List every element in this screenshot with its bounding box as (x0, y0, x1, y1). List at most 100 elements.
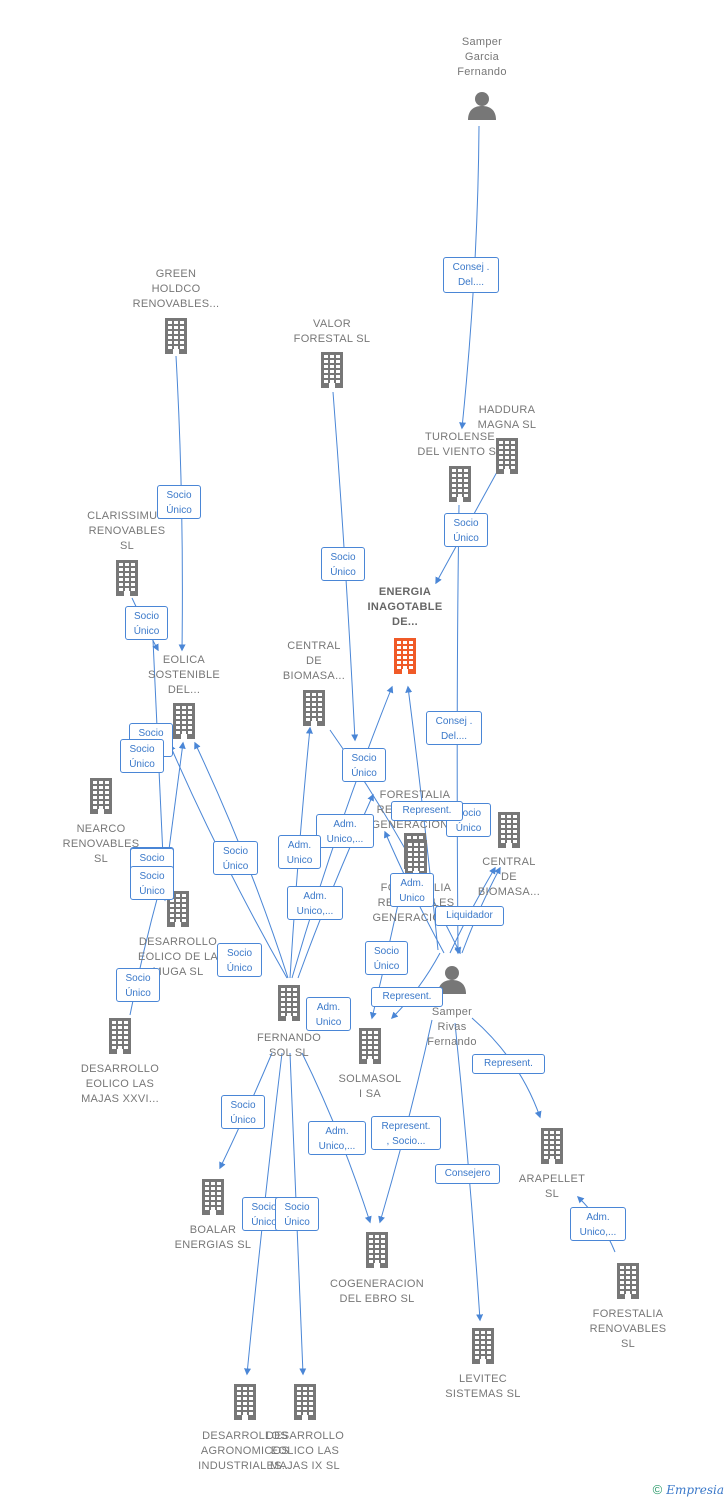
node-arapellet[interactable]: ARAPELLET SL (487, 1128, 617, 1202)
relation-badge[interactable]: Adm. Unico,... (316, 814, 374, 848)
person-icon (417, 90, 547, 125)
node-label: SOLMASOL I SA (338, 1073, 402, 1100)
relation-badge[interactable]: Consejero (435, 1164, 500, 1184)
node-label: HADDURA MAGNA SL (477, 404, 537, 431)
node-label: GREEN HOLDCO RENOVABLES... (132, 268, 220, 310)
node-turolense[interactable]: TUROLENSE DEL VIENTO SL (395, 430, 525, 507)
relation-badge[interactable]: Socio Único (157, 485, 201, 519)
node-central-biomasa-2[interactable]: CENTRAL DE BIOMASA... (444, 812, 574, 900)
copyright-symbol: © (652, 1482, 663, 1497)
building-icon (444, 812, 574, 853)
node-label: DESARROLLOS AGRONOMICOS INDUSTRIALES... (198, 1430, 292, 1472)
relation-badge[interactable]: Adm. Unico,... (287, 886, 343, 920)
building-icon (249, 690, 379, 731)
node-label: BOALAR ENERGIAS SL (174, 1224, 252, 1251)
building-icon (180, 1384, 310, 1425)
relation-badge[interactable]: Represent. , Socio... (371, 1116, 441, 1150)
node-label: TUROLENSE DEL VIENTO SL (417, 431, 503, 458)
node-label: FERNANDO SOL SL (256, 1032, 322, 1059)
building-icon (267, 352, 397, 393)
node-label: DESARROLLO EOLICO LAS MAJAS XXVI... (80, 1063, 160, 1105)
relation-badge[interactable]: Socio Único (116, 968, 160, 1002)
node-label: ENERGIA INAGOTABLE DE... (367, 586, 443, 628)
building-icon (148, 1179, 278, 1220)
relation-badge[interactable]: Adm. Unico,... (570, 1207, 626, 1241)
node-clarissimum[interactable]: CLARISSIMUM RENOVABLES SL (62, 509, 192, 601)
node-desarrollo-muga[interactable]: DESARROLLO EOLICO DE LA MUGA SL (113, 891, 243, 980)
node-nearco[interactable]: NEARCO RENOVABLES SL (36, 778, 166, 867)
node-desarrollos-agro[interactable]: DESARROLLOS AGRONOMICOS INDUSTRIALES... (180, 1384, 310, 1474)
node-samper-rivas[interactable]: Samper Rivas Fernando (387, 964, 517, 1050)
node-levitec[interactable]: LEVITEC SISTEMAS SL (418, 1328, 548, 1402)
node-label: Samper Garcia Fernando (457, 36, 507, 78)
node-label: Samper Rivas Fernando (427, 1006, 477, 1048)
relation-badge[interactable]: Socio Único (221, 1095, 265, 1129)
relation-badge[interactable]: Consej . Del.... (426, 711, 482, 745)
node-label: FORESTALIA RENOVABLES SL (589, 1308, 667, 1350)
relation-badge[interactable]: Socio Único (321, 547, 365, 581)
building-icon (111, 318, 241, 359)
node-energia[interactable]: ENERGIA INAGOTABLE DE... (340, 585, 470, 679)
building-icon (224, 985, 354, 1026)
building-icon (55, 1018, 185, 1059)
relation-badge[interactable]: Socio Único (213, 841, 258, 875)
node-desarrollo-xxvi[interactable]: DESARROLLO EOLICO LAS MAJAS XXVI... (55, 1018, 185, 1107)
relation-badge[interactable]: Socio Único (125, 606, 168, 640)
relation-badge[interactable]: Socio Único (120, 739, 164, 773)
relation-badge[interactable]: Socio Único (444, 513, 488, 547)
relation-badge[interactable]: Represent. (371, 987, 443, 1007)
building-icon (305, 1028, 435, 1069)
relation-badge[interactable]: Socio Único (365, 941, 408, 975)
node-desarrollo-ix[interactable]: DESARROLLO EOLICO LAS MAJAS IX SL (240, 1384, 370, 1474)
node-solmasol[interactable]: SOLMASOL I SA (305, 1028, 435, 1102)
building-icon (487, 1128, 617, 1169)
node-label: DESARROLLO EOLICO DE LA MUGA SL (137, 936, 218, 978)
node-cogeneracion[interactable]: COGENERACION DEL EBRO SL (312, 1232, 442, 1307)
relation-badge[interactable]: Adm. Unico,... (308, 1121, 366, 1155)
footer-brand[interactable]: ©Empresia (653, 1482, 724, 1497)
node-eolica[interactable]: EOLICA SOSTENIBLE DEL... (119, 653, 249, 744)
relation-badge[interactable]: Adm. Unico (306, 997, 351, 1031)
building-icon (119, 703, 249, 744)
node-forestalia-renovables[interactable]: FORESTALIA RENOVABLES SL (563, 1263, 693, 1352)
relation-badge[interactable]: Represent. (472, 1054, 545, 1074)
node-label: ARAPELLET SL (518, 1173, 586, 1200)
node-label: LEVITEC SISTEMAS SL (445, 1373, 521, 1400)
relation-badge[interactable]: Socio Único (342, 748, 386, 782)
building-icon (563, 1263, 693, 1304)
relation-badge[interactable]: Adm. Unico (390, 873, 434, 907)
node-samper-garcia[interactable]: Samper Garcia Fernando (417, 35, 547, 125)
node-label: NEARCO RENOVABLES SL (62, 823, 140, 865)
building-icon (442, 438, 572, 479)
node-label: VALOR FORESTAL SL (293, 318, 371, 345)
node-label: COGENERACION DEL EBRO SL (329, 1278, 425, 1305)
node-fernando-sol[interactable]: FERNANDO SOL SL (224, 985, 354, 1061)
building-icon (240, 1384, 370, 1425)
relation-badge[interactable]: Consej . Del.... (443, 257, 499, 293)
node-green-holdco[interactable]: GREEN HOLDCO RENOVABLES... (111, 267, 241, 359)
brand-logo-text: Empresia (666, 1483, 724, 1497)
building-icon (418, 1328, 548, 1369)
relation-badge[interactable]: Socio Único (275, 1197, 319, 1231)
node-boalar[interactable]: BOALAR ENERGIAS SL (148, 1179, 278, 1253)
relation-badge[interactable]: Socio Único (130, 866, 174, 900)
building-icon (395, 466, 525, 507)
node-label: CENTRAL DE BIOMASA... (282, 640, 346, 682)
relation-badge[interactable]: Socio Único (217, 943, 262, 977)
node-haddura[interactable]: HADDURA MAGNA SL (442, 403, 572, 479)
building-icon (340, 638, 470, 679)
relation-badge[interactable]: Represent. (391, 801, 463, 821)
node-label: CENTRAL DE BIOMASA... (477, 856, 541, 898)
relation-badge[interactable]: Adm. Unico (278, 835, 321, 869)
node-label: EOLICA SOSTENIBLE DEL... (147, 654, 221, 696)
person-icon (387, 964, 517, 999)
relation-badge[interactable]: Socio Único (446, 803, 491, 837)
node-label: DESARROLLO EOLICO LAS MAJAS IX SL (265, 1430, 345, 1472)
node-central-biomasa-1[interactable]: CENTRAL DE BIOMASA... (249, 639, 379, 731)
building-icon (312, 1232, 442, 1273)
node-valor-forestal[interactable]: VALOR FORESTAL SL (267, 317, 397, 393)
relation-badge[interactable]: Liquidador (435, 906, 504, 926)
building-icon (62, 560, 192, 601)
node-label: CLARISSIMUM RENOVABLES SL (87, 510, 167, 552)
building-icon (36, 778, 166, 819)
